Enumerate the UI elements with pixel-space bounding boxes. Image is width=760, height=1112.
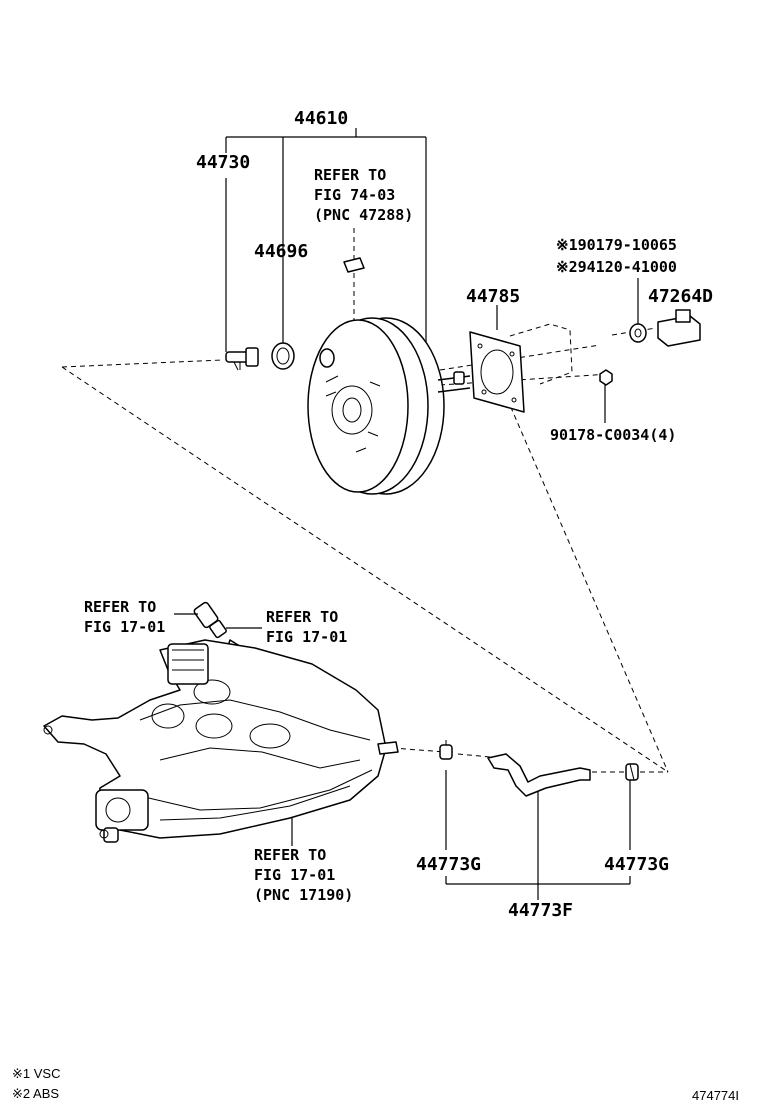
mounting-nut-part	[599, 369, 613, 386]
ref-fig17-left: REFER TO FIG 17-01	[84, 598, 198, 636]
ref-fig17-right: REFER TO FIG 17-01	[226, 608, 347, 646]
svg-text:FIG 17-01: FIG 17-01	[84, 618, 165, 636]
gasket-part	[469, 323, 573, 413]
label-mounting-nut: 90178-C0034(4)	[550, 426, 676, 444]
footnote-abs: ※2 ABS	[12, 1086, 59, 1101]
svg-text:REFER TO: REFER TO	[254, 846, 326, 864]
svg-text:(PNC 17190): (PNC 17190)	[254, 886, 353, 904]
label-booster-assy: 44610	[294, 108, 348, 129]
intake-manifold-part	[43, 639, 399, 843]
svg-text:REFER TO: REFER TO	[84, 598, 156, 616]
referenced-part-icon	[343, 257, 365, 273]
label-gasket: 44785	[466, 286, 520, 307]
label-vacuum-hose: 44773F	[508, 900, 573, 921]
hose-clamp-right-part	[625, 763, 639, 781]
variant-nut-part	[629, 323, 647, 343]
ref-fig74: REFER TO FIG 74-03 (PNC 47288)	[314, 166, 413, 224]
hose-clamp-left-part	[439, 740, 453, 760]
label-check-valve: 44730	[196, 152, 250, 173]
vacuum-switch-part	[657, 309, 701, 347]
svg-text:REFER TO: REFER TO	[314, 166, 386, 184]
svg-text:FIG 74-03: FIG 74-03	[314, 186, 395, 204]
svg-text:FIG 17-01: FIG 17-01	[254, 866, 335, 884]
variant-part-vsc: ※190179-10065	[556, 236, 677, 254]
label-clamp-right: 44773G	[604, 854, 669, 875]
label-grommet: 44696	[254, 241, 308, 262]
svg-text:REFER TO: REFER TO	[266, 608, 338, 626]
leader-lines	[225, 128, 639, 900]
figure-id: 474774I	[692, 1088, 739, 1103]
variant-part-abs: ※294120-41000	[556, 258, 677, 276]
label-clamp-left: 44773G	[416, 854, 481, 875]
brake-booster-part	[307, 317, 471, 495]
svg-text:FIG 17-01: FIG 17-01	[266, 628, 347, 646]
ref-fig17-manifold: REFER TO FIG 17-01 (PNC 17190)	[254, 846, 353, 904]
svg-text:(PNC 47288): (PNC 47288)	[314, 206, 413, 224]
grommet-part	[271, 342, 295, 370]
label-vacuum-switch: 47264D	[648, 286, 713, 307]
check-valve-part	[225, 347, 259, 371]
vacuum-hose-part	[487, 753, 591, 797]
footnote-vsc: ※1 VSC	[12, 1066, 60, 1081]
